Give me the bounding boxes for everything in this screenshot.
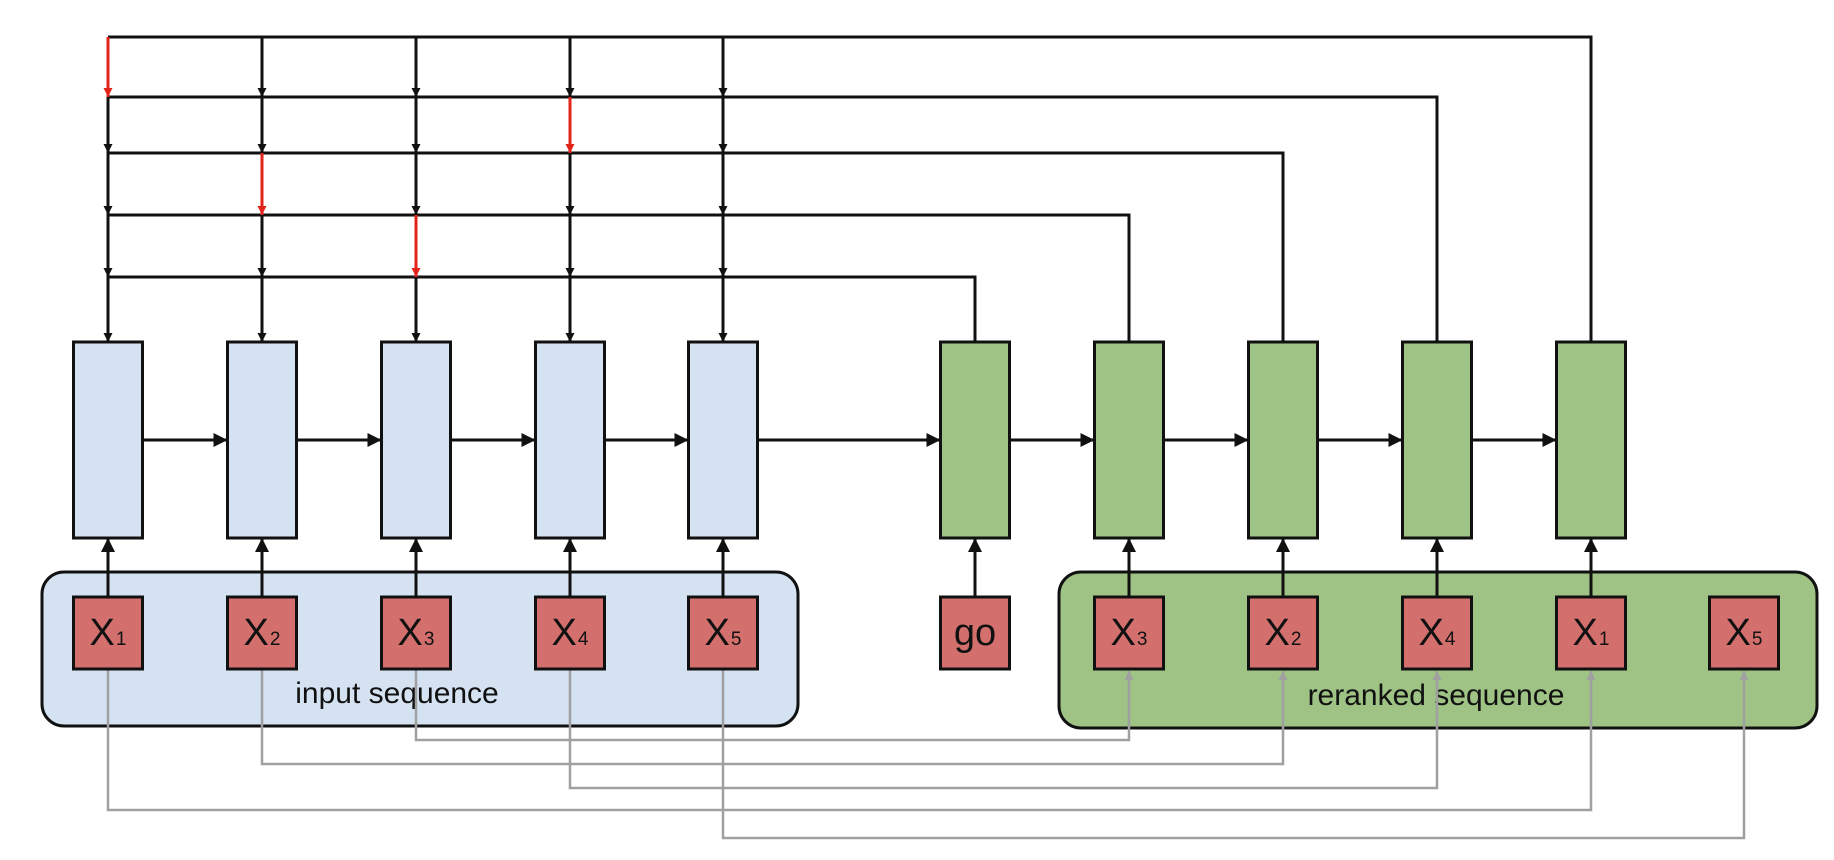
- decoder-cell-5: [1555, 340, 1627, 540]
- mapping-line-1: [414, 669, 1134, 742]
- input-token-4-subscript: 4: [578, 629, 589, 650]
- encoder-cell-1: [72, 340, 144, 540]
- input-token-1-base: X: [90, 612, 115, 654]
- input-token-5-label: X5: [705, 612, 742, 654]
- output-token-3-subscript: 4: [1445, 629, 1456, 650]
- mapping-line-5: [721, 669, 1749, 840]
- input-token-4-base: X: [552, 612, 577, 654]
- encoder-cell-3: [380, 340, 452, 540]
- output-token-1-subscript: 3: [1137, 629, 1148, 650]
- input-sequence-label: input sequence: [295, 677, 499, 710]
- input-token-4: [534, 595, 606, 671]
- input-token-2-subscript: 2: [270, 629, 281, 650]
- output-token-4-label: X1: [1573, 612, 1610, 654]
- output-token-3-base: X: [1419, 612, 1444, 654]
- input-token-2: [226, 595, 298, 671]
- rnn-cells: [72, 340, 1627, 540]
- output-token-5-label: X5: [1726, 612, 1763, 654]
- mapping-line-4: [106, 669, 1596, 812]
- decoder-cell-1: [939, 340, 1011, 540]
- output-token-2-base: X: [1265, 612, 1290, 654]
- mapping-line-3: [568, 669, 1442, 790]
- input-token-1-subscript: 1: [116, 629, 127, 650]
- encoder-cell-5: [687, 340, 759, 540]
- input-token-1: [72, 595, 144, 671]
- output-mapping-lines: [106, 669, 1749, 840]
- output-token-1-base: X: [1111, 612, 1136, 654]
- attention-lines: [103, 35, 1593, 342]
- attention-line-5: [108, 35, 1593, 342]
- attention-line-2: [108, 213, 1131, 342]
- encoder-cell-2: [226, 340, 298, 540]
- input-token-4-label: X4: [552, 612, 589, 654]
- input-token-3-subscript: 3: [424, 629, 435, 650]
- input-token-3-base: X: [398, 612, 423, 654]
- attention-line-3: [108, 151, 1285, 342]
- output-token-5-base: X: [1726, 612, 1751, 654]
- mapping-line-2: [260, 669, 1288, 766]
- input-token-5: [687, 595, 759, 671]
- token-to-cell-arrows: [101, 538, 1598, 597]
- go-token-base: go: [954, 612, 996, 654]
- output-token-1: [1093, 595, 1165, 671]
- input-token-1-label: X1: [90, 612, 127, 654]
- input-token-5-subscript: 5: [731, 629, 742, 650]
- output-token-5: [1708, 595, 1780, 671]
- output-token-1-label: X3: [1111, 612, 1148, 654]
- input-token-3-label: X3: [398, 612, 435, 654]
- output-token-4-base: X: [1573, 612, 1598, 654]
- output-token-2: [1247, 595, 1319, 671]
- go-token-label: go: [954, 612, 996, 654]
- output-token-3: [1401, 595, 1473, 671]
- output-token-2-label: X2: [1265, 612, 1302, 654]
- input-token-3: [380, 595, 452, 671]
- decoder-cell-2: [1093, 340, 1165, 540]
- go-token: [939, 595, 1011, 671]
- output-token-4-subscript: 1: [1599, 629, 1610, 650]
- output-token-3-label: X4: [1419, 612, 1456, 654]
- input-token-5-base: X: [705, 612, 730, 654]
- decoder-cell-4: [1401, 340, 1473, 540]
- input-token-2-base: X: [244, 612, 269, 654]
- attention-line-1: [108, 275, 977, 342]
- output-token-2-subscript: 2: [1291, 629, 1302, 650]
- decoder-cell-3: [1247, 340, 1319, 540]
- output-token-4: [1555, 595, 1627, 671]
- output-token-5-subscript: 5: [1752, 629, 1763, 650]
- input-token-2-label: X2: [244, 612, 281, 654]
- attention-line-4: [108, 95, 1439, 342]
- encoder-cell-4: [534, 340, 606, 540]
